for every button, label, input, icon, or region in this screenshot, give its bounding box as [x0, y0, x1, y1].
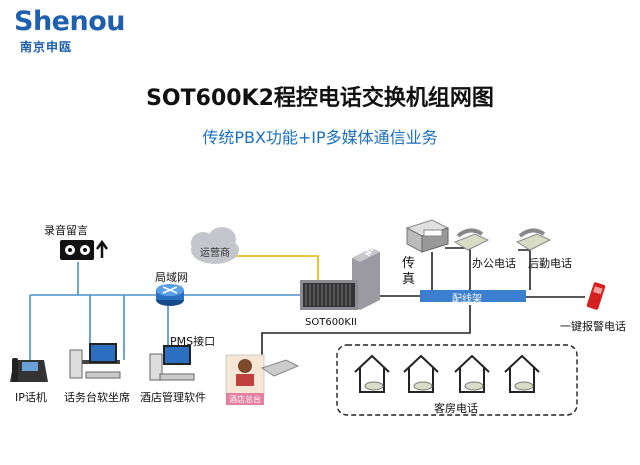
front-desk-icon: [225, 354, 300, 405]
house-icon: [454, 354, 490, 393]
logistics-phone-label: 后勤电话: [528, 257, 572, 270]
office-phone-label: 办公电话: [472, 257, 516, 270]
distribution-frame-bar: [420, 290, 526, 302]
fax-icon: [405, 219, 450, 253]
lan-router-icon: [156, 284, 184, 306]
fax-label: 传真: [402, 256, 416, 287]
ip-phone-label: IP话机: [15, 391, 47, 404]
ip-phone-icon: [10, 358, 48, 382]
switch-label: SOT600KII: [305, 317, 357, 328]
page-title: SOT600K2程控电话交换机组网图: [146, 86, 494, 111]
carrier-label: 运营商: [200, 248, 230, 259]
office-link: [445, 247, 471, 290]
distribution-frame-label: 配线架: [452, 294, 482, 305]
hotel-software-label: 酒店管理软件: [140, 391, 206, 404]
guest-phone-label: 客房电话: [434, 402, 478, 415]
house-icon: [403, 354, 439, 393]
pbx-switch-icon: [300, 248, 380, 310]
alarm-phone-icon: [586, 282, 606, 310]
console-computer-icon: [69, 343, 121, 379]
connection-lines: [29, 247, 585, 360]
frontdesk-link: [261, 305, 471, 358]
carrier-link: [236, 255, 319, 282]
carrier-cloud-icon: [191, 227, 239, 264]
house-icon: [354, 354, 390, 393]
lan-label: 局域网: [155, 271, 188, 284]
house-icon: [504, 354, 540, 393]
logistics-phone-icon: [515, 228, 552, 251]
front-desk-label: 酒店总台: [229, 395, 261, 404]
hotel-computer-icon: [149, 345, 195, 381]
guest-rooms-group: [336, 344, 578, 416]
recorder-icon: [60, 239, 109, 260]
brand-logo-text: Shenou: [14, 6, 125, 37]
recorder-label: 录音留言: [44, 224, 88, 237]
page-subtitle: 传统PBX功能+IP多媒体通信业务: [202, 128, 438, 147]
alarm-phone-label: 一键报警电话: [560, 320, 626, 333]
pms-label: PMS接口: [170, 335, 216, 348]
office-phone-icon: [453, 228, 490, 251]
operator-console-label: 话务台软坐席: [64, 391, 130, 404]
brand-chinese-name: 南京申瓯: [20, 40, 73, 54]
